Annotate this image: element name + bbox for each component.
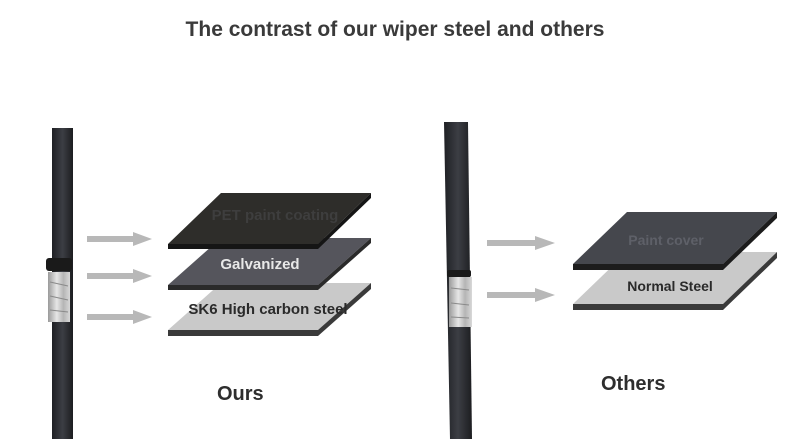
diagram-title: The contrast of our wiper steel and othe…	[185, 18, 605, 41]
others-layer-label: Paint cover	[628, 232, 704, 248]
ours-layer-label: Galvanized	[220, 256, 299, 273]
ours-layer-label: PET paint coating	[212, 207, 339, 224]
ours-layer-stack: PET paint coating Galvanized SK6 High ca…	[168, 193, 371, 336]
others-layer-stack: Paint cover Normal Steel	[573, 212, 777, 310]
ours-strip-clamp	[46, 258, 72, 271]
others-layer-label: Normal Steel	[627, 278, 713, 294]
arrow-icon	[87, 310, 152, 324]
ours-layer-pet	[168, 193, 371, 249]
others-caption: Others	[601, 373, 666, 395]
ours-wiper-strip	[46, 128, 73, 439]
arrow-icon	[87, 232, 152, 246]
others-strip-exposed-steel	[449, 277, 472, 327]
ours-layer-label: SK6 High carbon steel	[188, 301, 347, 318]
others-strip-clamp	[447, 270, 471, 277]
others-layer-paint-cover	[573, 212, 777, 270]
others-arrows	[487, 236, 555, 302]
arrow-icon	[87, 269, 152, 283]
ours-caption: Ours	[217, 383, 264, 405]
ours-strip-exposed-steel	[48, 272, 70, 322]
others-wiper-strip	[444, 122, 472, 439]
ours-layer-galvanized	[168, 238, 371, 290]
ours-layer-sk6	[168, 283, 371, 336]
ours-arrows	[87, 232, 152, 324]
arrow-icon	[487, 288, 555, 302]
arrow-icon	[487, 236, 555, 250]
